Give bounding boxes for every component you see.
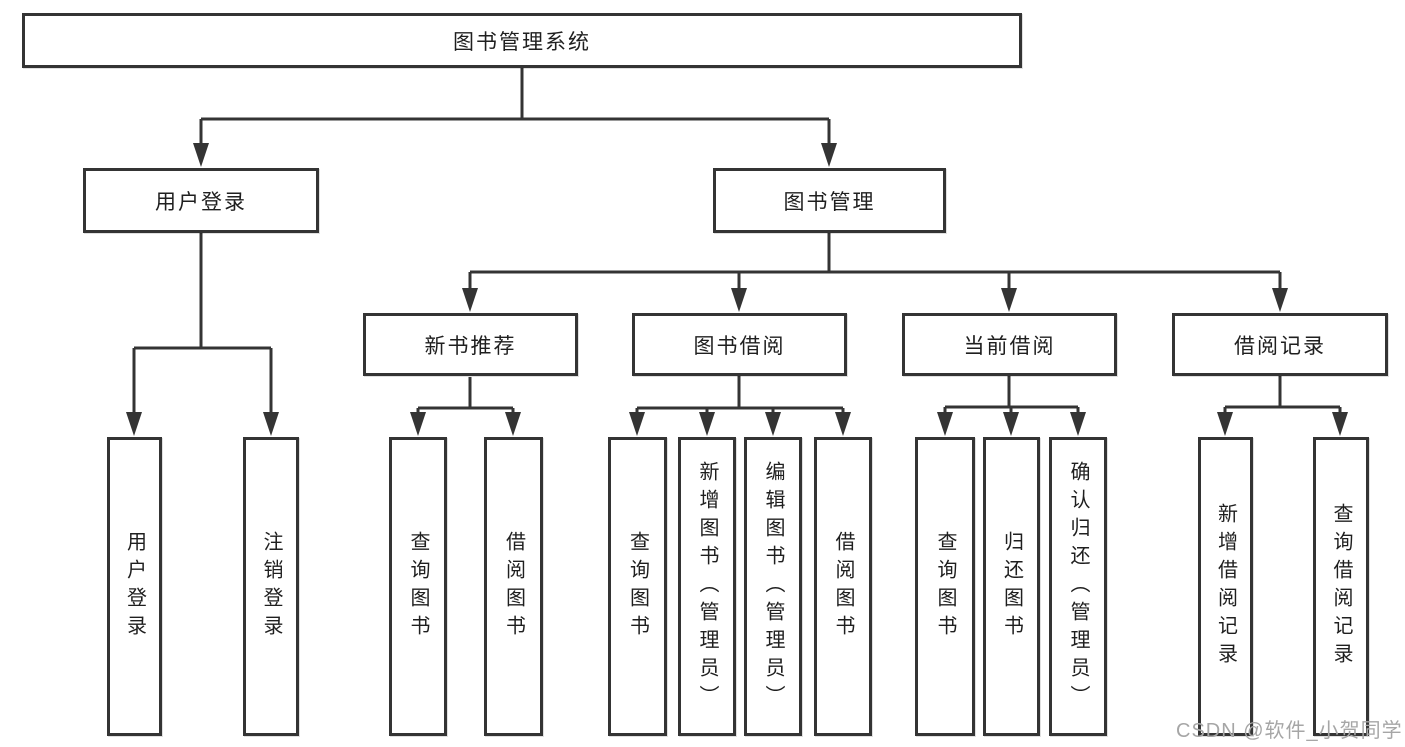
leaf-cb-confirm-return-admin: 确认归还（管理员） — [1049, 437, 1107, 736]
node-current-borrowing: 当前借阅 — [902, 313, 1117, 376]
arrow-down-icon — [765, 412, 781, 436]
leaf-nb-borrow-books: 借阅图书 — [484, 437, 543, 736]
node-user-login: 用户登录 — [83, 168, 319, 233]
arrow-down-icon — [263, 412, 279, 436]
arrow-down-icon — [699, 412, 715, 436]
arrow-down-icon — [462, 288, 478, 312]
arrow-down-icon — [193, 143, 209, 167]
leaf-br-add-record: 新增借阅记录 — [1198, 437, 1253, 736]
node-library-system: 图书管理系统 — [22, 13, 1022, 68]
arrow-down-icon — [821, 143, 837, 167]
leaf-nb-query-books: 查询图书 — [389, 437, 447, 736]
arrowhead-icons — [126, 143, 1348, 436]
node-borrowing-records: 借阅记录 — [1172, 313, 1388, 376]
arrow-down-icon — [835, 412, 851, 436]
leaf-cb-query-books: 查询图书 — [915, 437, 975, 736]
leaf-br-query-record: 查询借阅记录 — [1313, 437, 1369, 736]
arrow-down-icon — [1217, 412, 1233, 436]
leaf-bb-edit-books-admin: 编辑图书（管理员） — [744, 437, 802, 736]
arrow-down-icon — [629, 412, 645, 436]
leaf-user-login: 用户登录 — [107, 437, 162, 736]
leaf-bb-query-books: 查询图书 — [608, 437, 667, 736]
watermark: CSDN @软件_小贺同学 — [1176, 720, 1403, 742]
leaf-cb-return-books: 归还图书 — [983, 437, 1040, 736]
arrow-down-icon — [1070, 412, 1086, 436]
node-new-book-recommendation: 新书推荐 — [363, 313, 578, 376]
arrow-down-icon — [410, 412, 426, 436]
arrow-down-icon — [1001, 288, 1017, 312]
leaf-bb-borrow-books: 借阅图书 — [814, 437, 872, 736]
node-book-borrowing: 图书借阅 — [632, 313, 847, 376]
arrow-down-icon — [1003, 412, 1019, 436]
node-book-management: 图书管理 — [713, 168, 946, 233]
arrow-down-icon — [1272, 288, 1288, 312]
arrow-down-icon — [1332, 412, 1348, 436]
leaf-bb-add-books-admin: 新增图书（管理员） — [678, 437, 736, 736]
arrow-down-icon — [126, 412, 142, 436]
arrow-down-icon — [937, 412, 953, 436]
arrow-down-icon — [731, 288, 747, 312]
arrow-down-icon — [505, 412, 521, 436]
leaf-logout: 注销登录 — [243, 437, 299, 736]
